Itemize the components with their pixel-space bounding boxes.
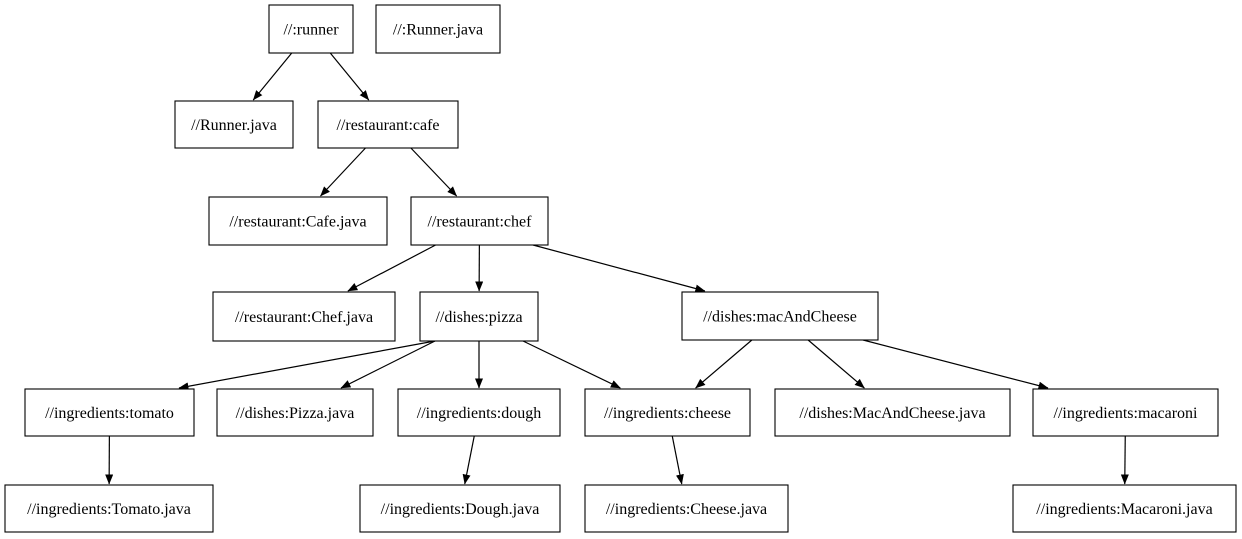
node-label: //ingredients:Cheese.java: [606, 501, 767, 518]
node-box: [584, 484, 789, 533]
node-box: [359, 484, 561, 533]
node-label: //ingredients:Macaroni.java: [1036, 501, 1212, 518]
node-label: //ingredients:tomato: [45, 405, 174, 422]
node-box: [1032, 388, 1219, 437]
graph-node-runner-java-file: //:Runner.java: [375, 4, 501, 54]
graph-node-dough: //ingredients:dough: [397, 388, 561, 437]
node-label: //:runner: [283, 22, 339, 39]
graph-node-pizza-java: //dishes:Pizza.java: [216, 388, 374, 437]
edge-dough-to-dough-java: [462, 435, 475, 485]
node-label: //dishes:Pizza.java: [236, 405, 355, 422]
graph-node-tomato-java: //ingredients:Tomato.java: [4, 484, 214, 533]
edge-runner-to-runner-java: [252, 52, 293, 101]
edge-runner-to-cafe: [329, 52, 370, 101]
graph-node-chef: //restaurant:chef: [410, 196, 549, 246]
node-box: [24, 388, 195, 437]
edge-mac-and-cheese-to-cheese: [695, 339, 753, 389]
edge-cafe-to-chef: [410, 147, 458, 197]
edge-pizza-to-tomato: [178, 340, 436, 391]
node-label: //restaurant:Chef.java: [235, 309, 373, 326]
node-box: [208, 196, 388, 246]
node-box: [317, 100, 459, 149]
graph-node-tomato: //ingredients:tomato: [24, 388, 195, 437]
edge-macaroni-to-macaroni-java: [1120, 435, 1129, 485]
graph-node-macaroni-java: //ingredients:Macaroni.java: [1012, 484, 1237, 533]
edge-chef-to-chef-java: [347, 244, 436, 292]
node-box: [212, 291, 396, 342]
node-label: //Runner.java: [191, 117, 277, 134]
node-box: [774, 388, 1011, 437]
edges-layer: [105, 52, 1129, 485]
edge-cheese-to-cheese-java: [671, 435, 684, 485]
graph-node-cheese: //ingredients:cheese: [584, 388, 751, 437]
graph-node-macaroni: //ingredients:macaroni: [1032, 388, 1219, 437]
graph-node-runner-java: //Runner.java: [174, 100, 294, 149]
graph-node-runner: //:runner: [268, 4, 354, 54]
node-box: [397, 388, 561, 437]
node-box: [4, 484, 214, 533]
graph-node-chef-java: //restaurant:Chef.java: [212, 291, 396, 342]
node-label: //ingredients:cheese: [604, 405, 731, 422]
edge-pizza-to-pizza-java: [340, 340, 436, 389]
edge-mac-and-cheese-to-mac-and-cheese-java: [807, 339, 865, 389]
node-label: //ingredients:Tomato.java: [27, 501, 191, 518]
node-box: [375, 4, 501, 54]
node-label: //ingredients:Dough.java: [381, 501, 540, 518]
graph-node-dough-java: //ingredients:Dough.java: [359, 484, 561, 533]
node-box: [681, 291, 879, 341]
node-label: //ingredients:macaroni: [1054, 405, 1199, 422]
graph-node-cafe-java: //restaurant:Cafe.java: [208, 196, 388, 246]
nodes-layer: //:runner //:Runner.java //Runner.java //re…: [4, 4, 1237, 533]
node-label: //dishes:pizza: [435, 309, 522, 326]
node-box: [1012, 484, 1237, 533]
edge-mac-and-cheese-to-macaroni: [862, 339, 1049, 390]
graph-node-mac-and-cheese-java: //dishes:MacAndCheese.java: [774, 388, 1011, 437]
node-label: //dishes:macAndCheese: [703, 309, 857, 326]
node-box: [216, 388, 374, 437]
graph-node-mac-and-cheese: //dishes:macAndCheese: [681, 291, 879, 341]
node-box: [584, 388, 751, 437]
edge-chef-to-mac-and-cheese: [532, 244, 706, 293]
edge-cafe-to-cafe-java: [320, 147, 366, 197]
node-label: //:Runner.java: [393, 22, 483, 39]
node-label: //restaurant:chef: [428, 214, 533, 231]
node-label: //restaurant:Cafe.java: [229, 214, 366, 231]
graph-node-cheese-java: //ingredients:Cheese.java: [584, 484, 789, 533]
node-box: [174, 100, 294, 149]
graph-node-pizza: //dishes:pizza: [419, 291, 539, 342]
node-box: [268, 4, 354, 54]
node-box: [419, 291, 539, 342]
node-label: //dishes:MacAndCheese.java: [799, 405, 985, 422]
graph-node-cafe: //restaurant:cafe: [317, 100, 459, 149]
node-label: //restaurant:cafe: [336, 117, 439, 134]
node-label: //ingredients:dough: [417, 405, 541, 422]
edge-pizza-to-cheese: [522, 340, 621, 389]
node-box: [410, 196, 549, 246]
